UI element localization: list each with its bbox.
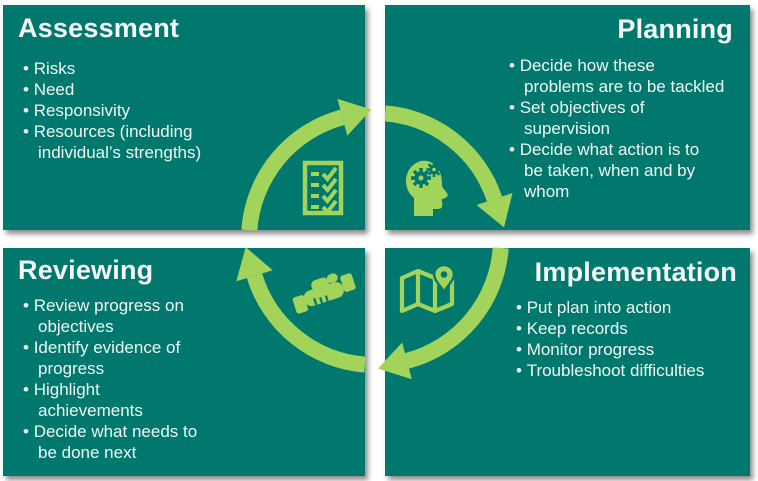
bullet-item: Decide what needs to be done next	[23, 421, 228, 463]
panel-planning: Planning Decide how these problems are t…	[385, 5, 750, 230]
bullet-item: Responsivity	[23, 100, 228, 121]
panel-title-implementation: Implementation	[534, 257, 737, 287]
implementation-bullet-list: Put plan into action Keep records Monito…	[516, 297, 748, 381]
panel-title-assessment: Assessment	[18, 13, 180, 43]
bullet-item: Decide what action is to be taken, when …	[509, 139, 745, 202]
bullet-item: Highlight achievements	[23, 379, 228, 421]
reviewing-bullet-list: Review progress on objectives Identify e…	[23, 295, 228, 463]
bullet-item: Risks	[23, 58, 228, 79]
bullet-item: Review progress on objectives	[23, 295, 228, 337]
panel-title-reviewing: Reviewing	[18, 255, 154, 285]
bullet-item: Put plan into action	[516, 297, 748, 318]
panel-title-planning: Planning	[617, 14, 733, 44]
bullet-item: Troubleshoot difficulties	[516, 360, 748, 381]
bullet-item: Monitor progress	[516, 339, 748, 360]
assessment-bullet-list: Risks Need Responsivity Resources (inclu…	[23, 58, 228, 163]
panel-assessment: Assessment Risks Need Responsivity Resou…	[3, 5, 365, 230]
bullet-item: Need	[23, 79, 228, 100]
bullet-item: Decide how these problems are to be tack…	[509, 55, 745, 97]
planning-bullet-list: Decide how these problems are to be tack…	[509, 55, 745, 202]
bullet-item: Resources (including individual’s streng…	[23, 121, 228, 163]
bullet-item: Set objectives of supervision	[509, 97, 745, 139]
panel-implementation: Implementation Put plan into action Keep…	[385, 248, 750, 476]
bullet-item: Identify evidence of progress	[23, 337, 228, 379]
bullet-item: Keep records	[516, 318, 748, 339]
panel-reviewing: Reviewing Review progress on objectives …	[3, 248, 365, 476]
